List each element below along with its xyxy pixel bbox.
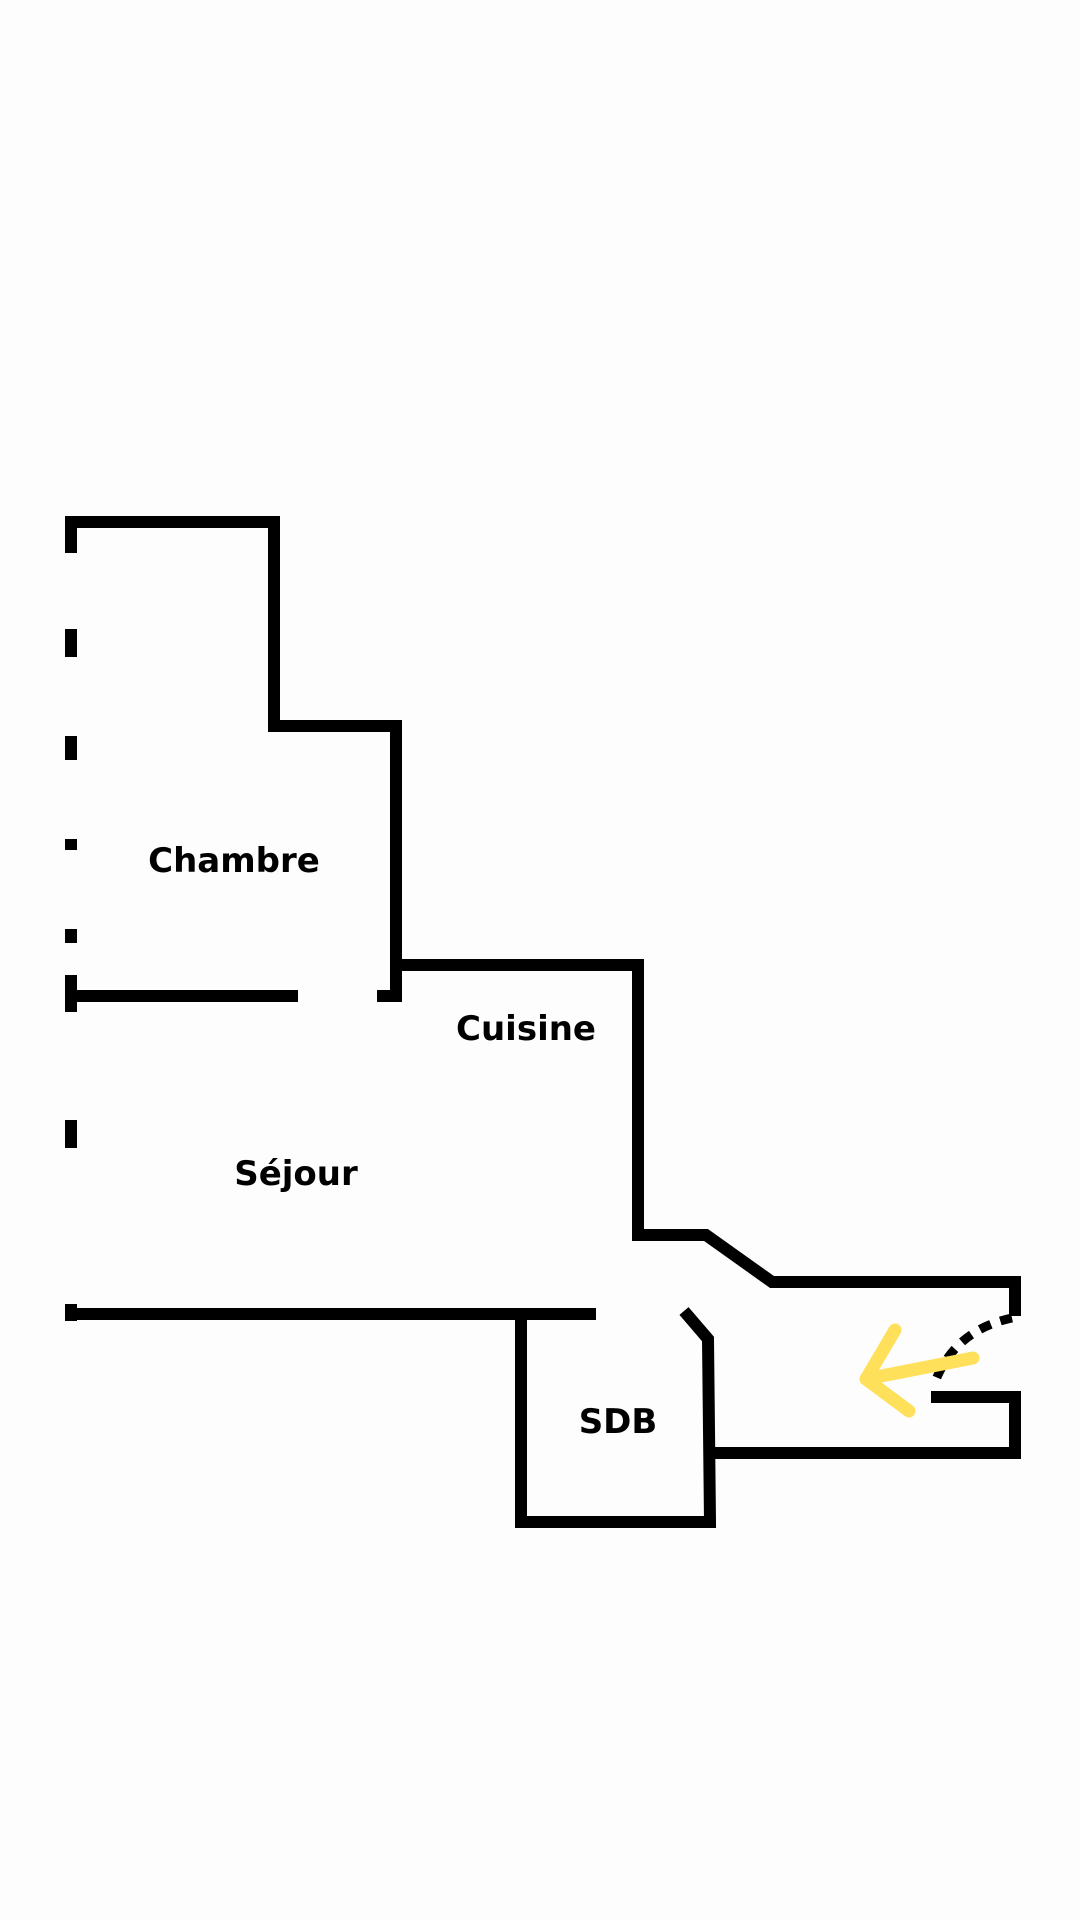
kitchen-wall: [396, 959, 1021, 1316]
door-swing-icon: [930, 1313, 1013, 1384]
outer-wall-top: [65, 516, 402, 1002]
room-label-chambre: Chambre: [148, 841, 320, 881]
arrow-left-icon: [859, 1323, 980, 1418]
sdb-wall: [515, 1307, 717, 1528]
corridor-wall: [710, 1391, 1021, 1459]
room-label-cuisine: Cuisine: [456, 1009, 596, 1049]
room-label-sejour: Séjour: [234, 1154, 358, 1194]
walls: [65, 516, 1021, 1528]
room-label-sdb: SDB: [579, 1402, 658, 1442]
